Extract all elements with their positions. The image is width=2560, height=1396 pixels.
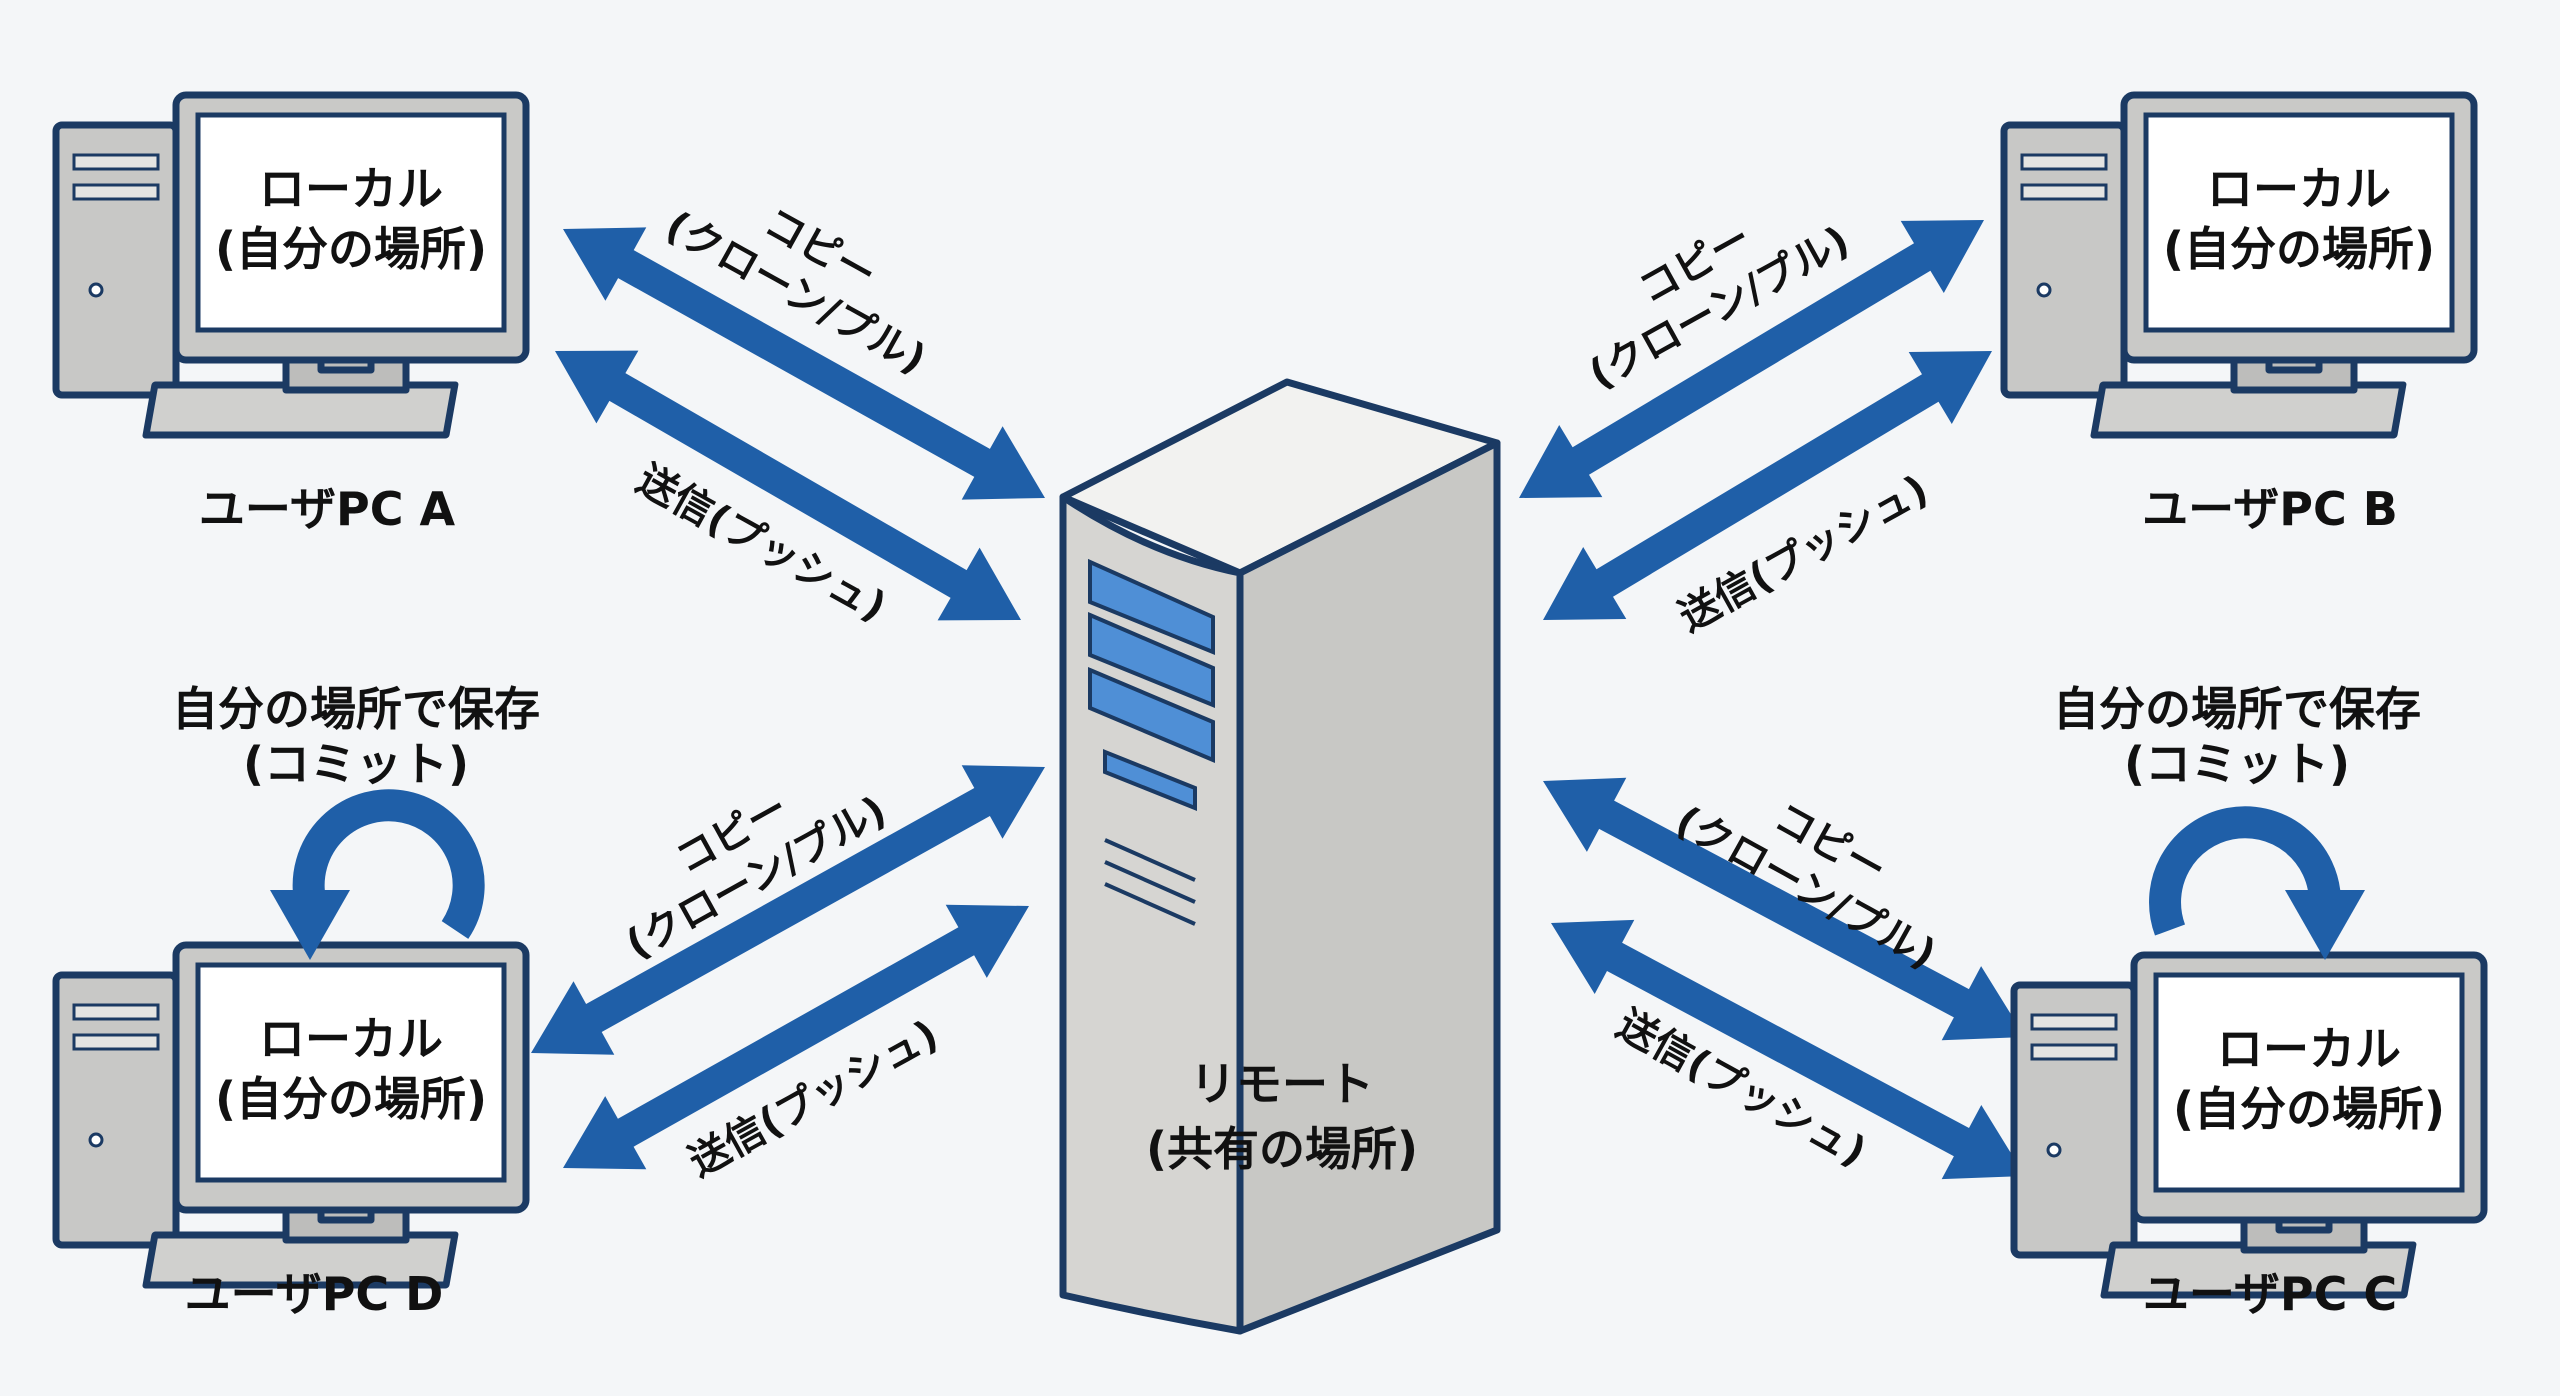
commit-label-c: 自分の場所で保存 (2053, 682, 2421, 736)
commit-label-d: 自分の場所で保存 (172, 682, 540, 736)
copy-arrow-b (1519, 220, 1984, 498)
commit-sublabel-c: (コミット) (2124, 737, 2350, 791)
screen-label-own-place: (自分の場所) (215, 222, 487, 276)
copy-arrow-d (531, 765, 1045, 1055)
push-arrow-c (1551, 919, 2025, 1180)
user-pc-b: ローカル (自分の場所) (2004, 95, 2474, 435)
pc-label-b: ユーザPC B (2142, 482, 2398, 536)
server-title: リモート (1190, 1057, 1374, 1111)
push-arrow-b (1543, 351, 1992, 620)
svg-text:送信(プッシュ): 送信(プッシュ) (1672, 466, 1936, 640)
push-label-b: 送信(プッシュ) (1672, 466, 1936, 640)
remote-server-icon (1059, 378, 1501, 1335)
copy-label-b: コピー (クローン/プル) (1582, 215, 1857, 398)
pc-label-c: ユーザPC C (2143, 1267, 2397, 1321)
commit-loop-arrow-icon (2149, 806, 2365, 960)
copy-arrow-a (563, 227, 1045, 500)
copy-arrow-c (1543, 777, 2025, 1041)
user-pc-c: ローカル (自分の場所) (2014, 955, 2484, 1295)
push-arrow-a (555, 350, 1021, 621)
screen-label-local: ローカル (259, 1012, 443, 1066)
server-subtitle: (共有の場所) (1146, 1122, 1418, 1176)
commit-sublabel-d: (コミット) (243, 737, 469, 791)
user-pc-d: ローカル (自分の場所) (56, 945, 526, 1285)
screen-label-local: ローカル (2207, 162, 2391, 216)
user-pc-a: ローカル (自分の場所) (56, 95, 526, 435)
push-arrow-d (563, 904, 1029, 1170)
arrows-layer (531, 220, 2025, 1180)
screen-label-local: ローカル (2217, 1022, 2401, 1076)
pc-label-d: ユーザPC D (185, 1267, 444, 1321)
screen-label-own-place: (自分の場所) (2173, 1082, 2445, 1136)
screen-label-local: ローカル (259, 162, 443, 216)
pc-label-a: ユーザPC A (199, 482, 456, 536)
screen-label-own-place: (自分の場所) (2163, 222, 2435, 276)
commit-loop-arrow-icon (270, 789, 485, 960)
screen-label-own-place: (自分の場所) (215, 1072, 487, 1126)
